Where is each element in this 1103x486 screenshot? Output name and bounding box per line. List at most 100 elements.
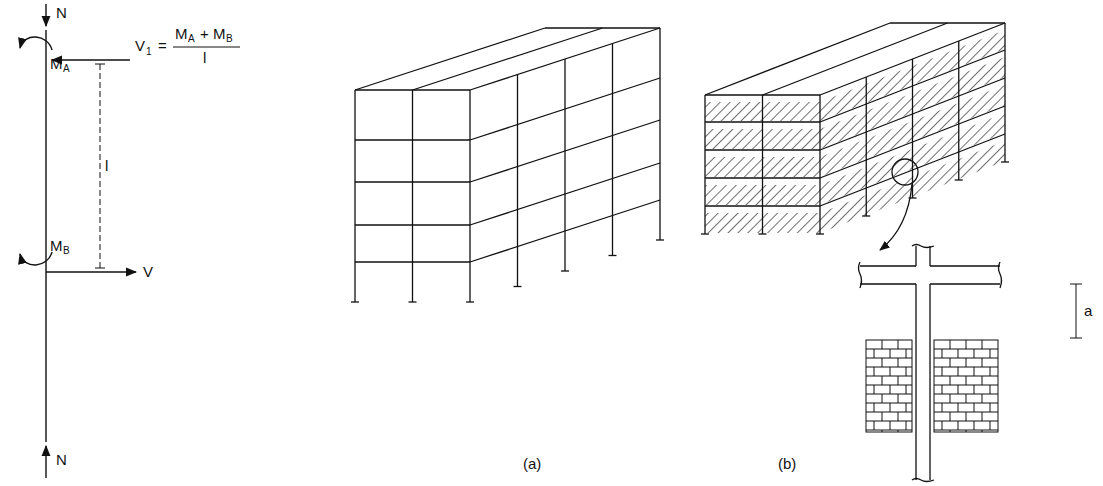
roof-edge: [355, 28, 545, 90]
brick-joint: [890, 421, 891, 430]
frame-column: [612, 44, 613, 256]
brick-joint: [990, 385, 991, 394]
brick-course: [934, 349, 998, 350]
brick-joint: [906, 349, 907, 358]
brick-joint: [950, 358, 951, 367]
brick-joint: [898, 412, 899, 421]
brick-course: [934, 421, 998, 422]
frame-beam: [820, 106, 1005, 178]
roof-beam: [763, 23, 948, 95]
brick-joint: [882, 394, 883, 403]
brick-course: [866, 430, 912, 431]
column-foot: [466, 301, 474, 302]
frame-beam: [705, 177, 820, 178]
brick-joint: [990, 367, 991, 376]
brick-joint: [966, 376, 967, 385]
label: M: [175, 26, 188, 41]
brick-joint: [890, 385, 891, 394]
brick-joint: [958, 421, 959, 430]
frame-column: [517, 75, 518, 287]
brick-joint: [882, 430, 883, 432]
brick-joint: [906, 421, 907, 430]
frame-column: [912, 59, 913, 198]
label: N: [56, 452, 67, 467]
dimension-tick: [95, 268, 105, 269]
roof-edge: [545, 27, 660, 28]
brick-joint: [958, 385, 959, 394]
frame-beam: [355, 261, 470, 262]
frame-beam: [705, 121, 820, 122]
column-foot: [701, 233, 709, 234]
brick-course: [934, 385, 998, 386]
frame-beam: [470, 200, 660, 262]
column-foot: [561, 270, 569, 271]
break-line: [912, 245, 934, 248]
brick-joint: [890, 349, 891, 358]
dimension-line: [100, 64, 101, 268]
brick-joint: [974, 349, 975, 358]
brick-joint: [958, 403, 959, 412]
label: M: [50, 56, 63, 71]
roof-beam: [413, 28, 603, 90]
frame-column: [866, 77, 867, 216]
brick-course: [866, 367, 912, 368]
frame-column: [469, 90, 470, 302]
brick-course: [866, 412, 912, 413]
break-line: [912, 479, 934, 482]
label: V: [143, 264, 153, 279]
brick-joint: [890, 367, 891, 376]
brick-joint: [982, 430, 983, 432]
brick-joint: [966, 394, 967, 403]
moment-arrow: [20, 37, 52, 50]
shear-arrow: [46, 271, 136, 272]
moment-arrow: [20, 252, 52, 265]
column-foot: [816, 233, 824, 234]
brick-joint: [974, 421, 975, 430]
frame-beam: [470, 163, 660, 225]
detail-column: [916, 246, 930, 480]
brick-joint: [966, 358, 967, 367]
brick-joint: [874, 385, 875, 394]
detail-view: [859, 159, 1083, 482]
column-foot: [351, 301, 359, 302]
frame-beam: [355, 181, 470, 182]
fraction-bar: [173, 46, 240, 47]
brick-infill: [866, 340, 998, 432]
dimension-tick: [1070, 284, 1082, 285]
column-free-body: [20, 4, 240, 478]
label: l: [105, 158, 108, 173]
zoom-arrow: [880, 184, 912, 250]
brick-joint: [950, 376, 951, 385]
brick-course: [866, 394, 912, 395]
brick-joint: [958, 349, 959, 358]
brick-block: [866, 340, 912, 432]
frame-beam: [705, 205, 820, 206]
brick-joint: [942, 367, 943, 376]
brick-joint: [950, 430, 951, 432]
label: M: [50, 238, 63, 253]
brick-joint: [898, 394, 899, 403]
label: a: [1084, 303, 1092, 318]
brick-joint: [874, 421, 875, 430]
zoom-circle: [892, 159, 918, 185]
label: 1: [146, 47, 152, 57]
axial-arrow: [45, 446, 46, 478]
column-foot: [955, 179, 963, 180]
break-line: [859, 262, 862, 288]
brick-joint: [974, 385, 975, 394]
brick-joint: [982, 412, 983, 421]
label: +: [200, 26, 209, 41]
frame-column: [412, 90, 413, 302]
brick-joint: [966, 412, 967, 421]
brick-joint: [982, 376, 983, 385]
brick-joint: [990, 403, 991, 412]
bare-frame: [351, 28, 664, 302]
column-foot: [409, 301, 417, 302]
brick-joint: [950, 394, 951, 403]
column-line: [45, 30, 46, 442]
brick-joint: [882, 412, 883, 421]
frame-column: [958, 41, 959, 180]
frame-beam: [470, 78, 660, 140]
label: A: [63, 64, 70, 74]
brick-course: [866, 376, 912, 377]
